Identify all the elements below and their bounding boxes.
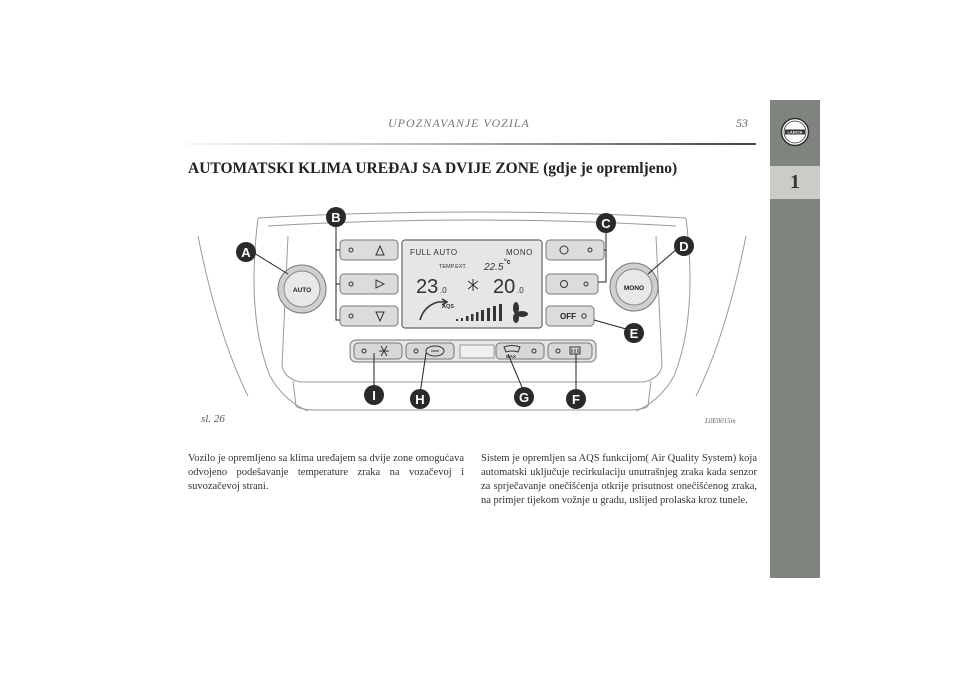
callout-h: H [415,392,424,407]
display-left-temp: 23 [416,276,438,298]
snowflake-icon [467,279,479,291]
chapter-number: 1 [790,171,800,193]
auto-label: AUTO [293,287,311,294]
windscreen-defrost-icon [503,345,521,353]
callout-g: G [519,390,529,405]
right-button-glyphs: OFF [559,245,593,321]
climate-control-figure: AUTO MONO OFF FULL AUTO MONO TEMP.EXT. [197,207,747,412]
right-temp-knob: MONO [609,262,659,312]
lancia-logo-icon: LANCIA [780,117,810,147]
lcd-display: FULL AUTO MONO TEMP.EXT. 22.5 °c 23 .0 2… [401,239,543,329]
display-unit: °c [504,258,511,266]
callout-d: D [679,239,688,254]
sidebar-chapter-block [770,166,820,199]
fan-speed-bars [456,304,502,321]
display-temp-ext-label: TEMP.EXT. [439,264,467,270]
dashboard-outline [197,211,747,412]
callout-b: B [331,210,340,225]
header-rule [188,143,756,145]
section-heading: AUTOMATSKI KLIMA UREĐAJ SA DVIJE ZONE (g… [188,160,678,177]
running-header-title: UPOZNAVANJE VOZILA [388,116,530,130]
display-right-temp-dec: .0 [517,286,524,295]
display-aqs: AQS [442,304,454,310]
callout-markers: A B C D E F G H I [236,207,694,409]
page-number: 53 [736,116,748,130]
figure-code: L0E0015m [705,417,736,425]
body-text-right: Sistem je opremljen sa AQS funkcijom( Ai… [481,453,757,506]
callout-i: I [372,388,376,403]
sidebar-bottom-block [770,199,820,578]
display-temp-ext-value: 22.5 [483,262,504,273]
callout-leaders [253,220,679,395]
max-label: MAX [506,354,516,359]
left-button-column [339,239,399,327]
ac-compressor-icon [379,345,389,357]
recirculation-car-icon [419,298,449,321]
display-right-temp: 20 [493,276,515,298]
recirculation-icon [425,345,445,357]
display-mono: MONO [506,248,533,257]
right-button-column [545,239,605,327]
bottom-button-strip: MAX [349,339,597,363]
display-left-temp-dec: .0 [440,286,447,295]
callout-c: C [601,216,611,231]
display-full-auto: FULL AUTO [410,248,458,257]
logo-text: LANCIA [787,130,802,135]
rear-window-defrost-icon [569,346,581,355]
callout-e: E [630,326,639,341]
left-button-glyphs [348,244,386,323]
callout-f: F [572,392,580,407]
figure-caption: sl. 26 [201,413,225,425]
fan-icon [513,302,528,323]
off-label: OFF [560,312,576,321]
left-temp-knob: AUTO [277,264,327,314]
mono-label: MONO [624,285,644,292]
callout-a: A [241,245,251,260]
body-text-left: Vozilo je opremljeno sa klima uređajem s… [188,453,464,492]
